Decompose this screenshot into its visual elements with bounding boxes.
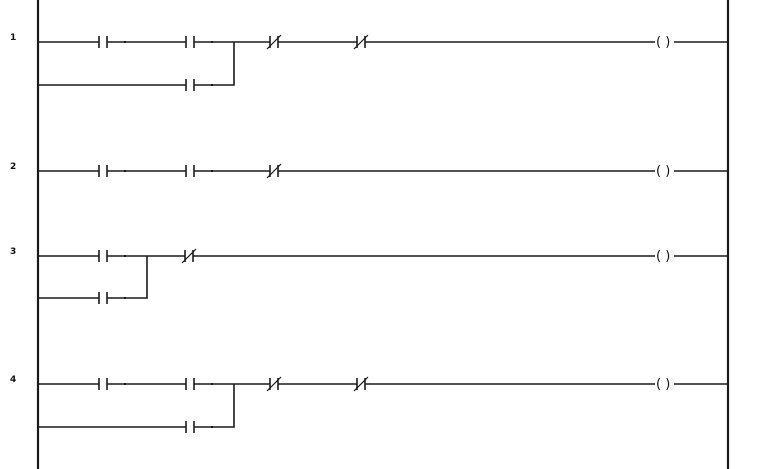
parallel-branch	[38, 42, 235, 91]
parallel-branch	[38, 384, 235, 433]
output-coil: ( )	[656, 35, 670, 50]
output-coil: ( )	[656, 164, 670, 179]
rung-number: 1	[10, 33, 16, 43]
rung-4: 4 ( )	[10, 375, 728, 433]
output-coil: ( )	[656, 377, 670, 392]
rung-number: 2	[10, 162, 16, 172]
output-coil: ( )	[656, 249, 670, 264]
rung-3: 3 ( )	[10, 247, 728, 304]
rung-2: 2 ( )	[10, 162, 728, 179]
rung-1: 1 ( )	[10, 33, 728, 91]
rung-number: 3	[10, 247, 16, 257]
parallel-branch	[38, 256, 148, 304]
rung-number: 4	[10, 375, 16, 385]
